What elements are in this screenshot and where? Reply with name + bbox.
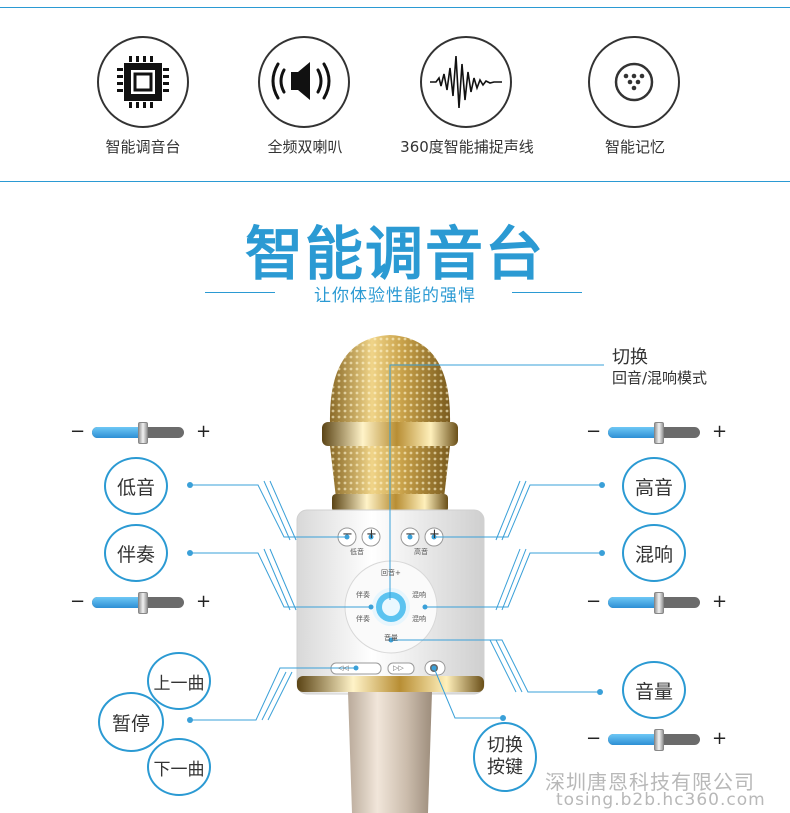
treble-label: 高音 bbox=[634, 476, 673, 499]
chip-icon bbox=[117, 56, 169, 108]
prev-track-label-circle: 上一曲 bbox=[147, 652, 211, 710]
slider-plus: + bbox=[712, 728, 728, 749]
accompaniment-label: 伴奏 bbox=[116, 543, 155, 566]
slider-fill bbox=[92, 597, 143, 608]
switch-mode-subtitle: 回音/混响模式 bbox=[612, 369, 708, 387]
reverb-label: 混响 bbox=[634, 543, 673, 566]
slider-bass[interactable]: − + bbox=[70, 421, 238, 445]
device-bass-plus: + bbox=[366, 527, 377, 542]
slider-plus: + bbox=[712, 421, 728, 442]
device-treble-plus: + bbox=[429, 527, 440, 542]
slider-volume[interactable]: − + bbox=[586, 728, 754, 752]
device-prev-label: ◁◁ bbox=[338, 664, 349, 672]
device-reverb-label: 混响 bbox=[412, 591, 426, 599]
switch-button-label-circle: 切换 按键 bbox=[473, 722, 537, 792]
slider-accompaniment[interactable]: − + bbox=[70, 591, 238, 615]
device-bass-label: 低音 bbox=[350, 548, 364, 556]
next-track-label-circle: 下一曲 bbox=[147, 738, 211, 796]
volume-label: 音量 bbox=[634, 680, 673, 703]
memory-icon bbox=[614, 62, 654, 102]
feature-label: 智能记忆 bbox=[604, 138, 665, 156]
slider-knob[interactable] bbox=[138, 422, 148, 444]
next-track-label: 下一曲 bbox=[153, 759, 205, 780]
slider-minus: − bbox=[586, 728, 602, 749]
feature-label: 360度智能捕捉声线 bbox=[400, 138, 534, 156]
switch-mode-title: 切换 bbox=[612, 347, 648, 368]
device-next-label: ▷▷ bbox=[393, 664, 404, 672]
slider-plus: + bbox=[196, 421, 212, 442]
feature-speaker bbox=[258, 36, 350, 128]
section-divider bbox=[0, 181, 790, 182]
watermark-company: 深圳唐恩科技有限公司 bbox=[545, 770, 755, 794]
slider-fill bbox=[608, 427, 659, 438]
slider-minus: − bbox=[586, 591, 602, 612]
slider-fill bbox=[92, 427, 143, 438]
device-accomp-label: 伴奏 bbox=[356, 615, 370, 623]
slider-minus: − bbox=[70, 591, 86, 612]
feature-label: 智能调音台 bbox=[105, 138, 181, 156]
switch-button-line2: 按键 bbox=[487, 757, 523, 778]
bass-label-circle: 低音 bbox=[104, 457, 168, 515]
device-accomp-label: 伴奏 bbox=[356, 591, 370, 599]
slider-minus: − bbox=[586, 421, 602, 442]
speaker-icon bbox=[271, 62, 331, 100]
device-volume-label: 音量 bbox=[384, 634, 398, 642]
prev-track-label: 上一曲 bbox=[153, 673, 205, 694]
device-bass-minus: − bbox=[342, 527, 353, 542]
slider-knob[interactable] bbox=[138, 592, 148, 614]
slider-reverb[interactable]: − + bbox=[586, 591, 754, 615]
device-treble-label: 高音 bbox=[414, 548, 428, 556]
slider-fill bbox=[608, 597, 659, 608]
section-subtitle: 让你体验性能的强悍 bbox=[314, 286, 476, 306]
device-treble-minus: − bbox=[405, 527, 416, 542]
feature-memory bbox=[588, 36, 680, 128]
feature-waveform bbox=[420, 36, 512, 128]
slider-minus: − bbox=[70, 421, 86, 442]
treble-label-circle: 高音 bbox=[622, 457, 686, 515]
waveform-icon bbox=[430, 55, 502, 109]
subtitle-rule-right bbox=[512, 292, 582, 293]
feature-chip bbox=[97, 36, 189, 128]
feature-label: 全频双喇叭 bbox=[267, 138, 343, 156]
section-title: 智能调音台 bbox=[244, 220, 545, 288]
pause-label: 暂停 bbox=[111, 712, 150, 735]
accompaniment-label-circle: 伴奏 bbox=[104, 524, 168, 582]
bass-label: 低音 bbox=[116, 476, 155, 499]
slider-knob[interactable] bbox=[654, 592, 664, 614]
slider-plus: + bbox=[712, 591, 728, 612]
slider-plus: + bbox=[196, 591, 212, 612]
watermark-site: tosing.b2b.hc360.com bbox=[556, 790, 766, 810]
volume-label-circle: 音量 bbox=[622, 661, 686, 719]
slider-fill bbox=[608, 734, 659, 745]
reverb-label-circle: 混响 bbox=[622, 524, 686, 582]
switch-button-line1: 切换 bbox=[487, 735, 523, 756]
slider-knob[interactable] bbox=[654, 729, 664, 751]
slider-knob[interactable] bbox=[654, 422, 664, 444]
device-reverb-label: 混响 bbox=[412, 615, 426, 623]
slider-treble[interactable]: − + bbox=[586, 421, 754, 445]
pause-label-circle: 暂停 bbox=[98, 692, 164, 752]
device-echo-label: 回音+ bbox=[381, 569, 401, 577]
subtitle-rule-left bbox=[205, 292, 275, 293]
top-divider bbox=[0, 7, 790, 8]
